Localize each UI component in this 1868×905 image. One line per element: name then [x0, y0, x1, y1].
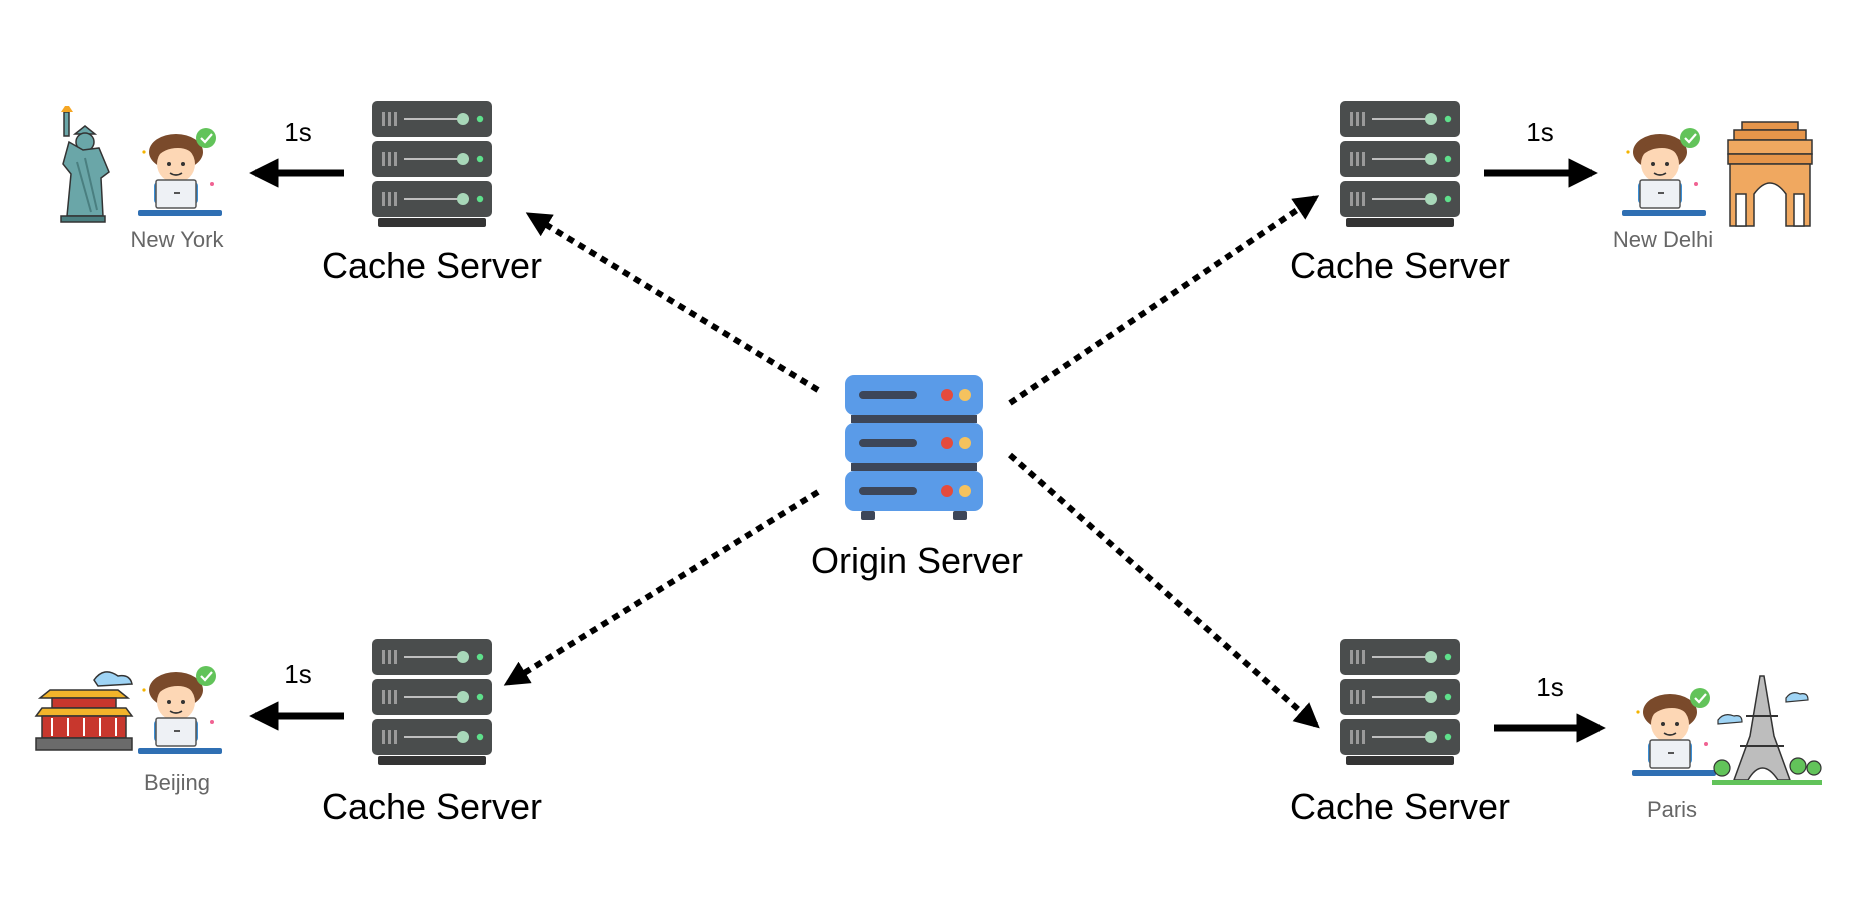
statue-of-liberty-icon — [60, 106, 110, 223]
cache-server-label: Cache Server — [321, 786, 543, 827]
city-label-new-york: New York — [130, 227, 224, 252]
user-at-laptop-icon — [136, 126, 224, 218]
arrow-origin-to-paris-cache — [1008, 452, 1320, 729]
city-label-new-delhi: New Delhi — [1612, 227, 1714, 252]
cache-server-label: Cache Server — [321, 245, 543, 286]
latency-label: 1s — [284, 117, 312, 147]
user-at-laptop-icon — [1630, 686, 1718, 778]
city-label-paris: Paris — [1646, 797, 1698, 822]
user-at-laptop-icon — [136, 664, 224, 756]
arrow-origin-to-newdelhi-cache — [1008, 195, 1320, 406]
origin-server-icon — [845, 375, 983, 520]
latency-arrows — [249, 158, 1606, 743]
arrow-origin-to-beijing-cache — [503, 489, 820, 686]
city-label-beijing: Beijing — [143, 770, 211, 795]
latency-label: 1s — [1536, 672, 1564, 702]
cache-server-icon — [1339, 638, 1461, 766]
user-at-laptop-icon — [1620, 126, 1708, 218]
chinese-temple-icon — [34, 671, 134, 751]
cache-server-label: Cache Server — [1289, 786, 1511, 827]
latency-label: 1s — [284, 659, 312, 689]
latency-label: 1s — [1526, 117, 1554, 147]
cache-server-icon — [1339, 100, 1461, 228]
cache-server-icon — [371, 638, 493, 766]
connection-arrows — [503, 195, 1320, 729]
eiffel-tower-icon — [1712, 675, 1822, 785]
origin-server-label: Origin Server — [810, 540, 1024, 581]
arrow-origin-to-newyork-cache — [525, 212, 820, 393]
cache-server-icon — [371, 100, 493, 228]
cache-server-label: Cache Server — [1289, 245, 1511, 286]
india-gate-icon — [1727, 121, 1813, 227]
